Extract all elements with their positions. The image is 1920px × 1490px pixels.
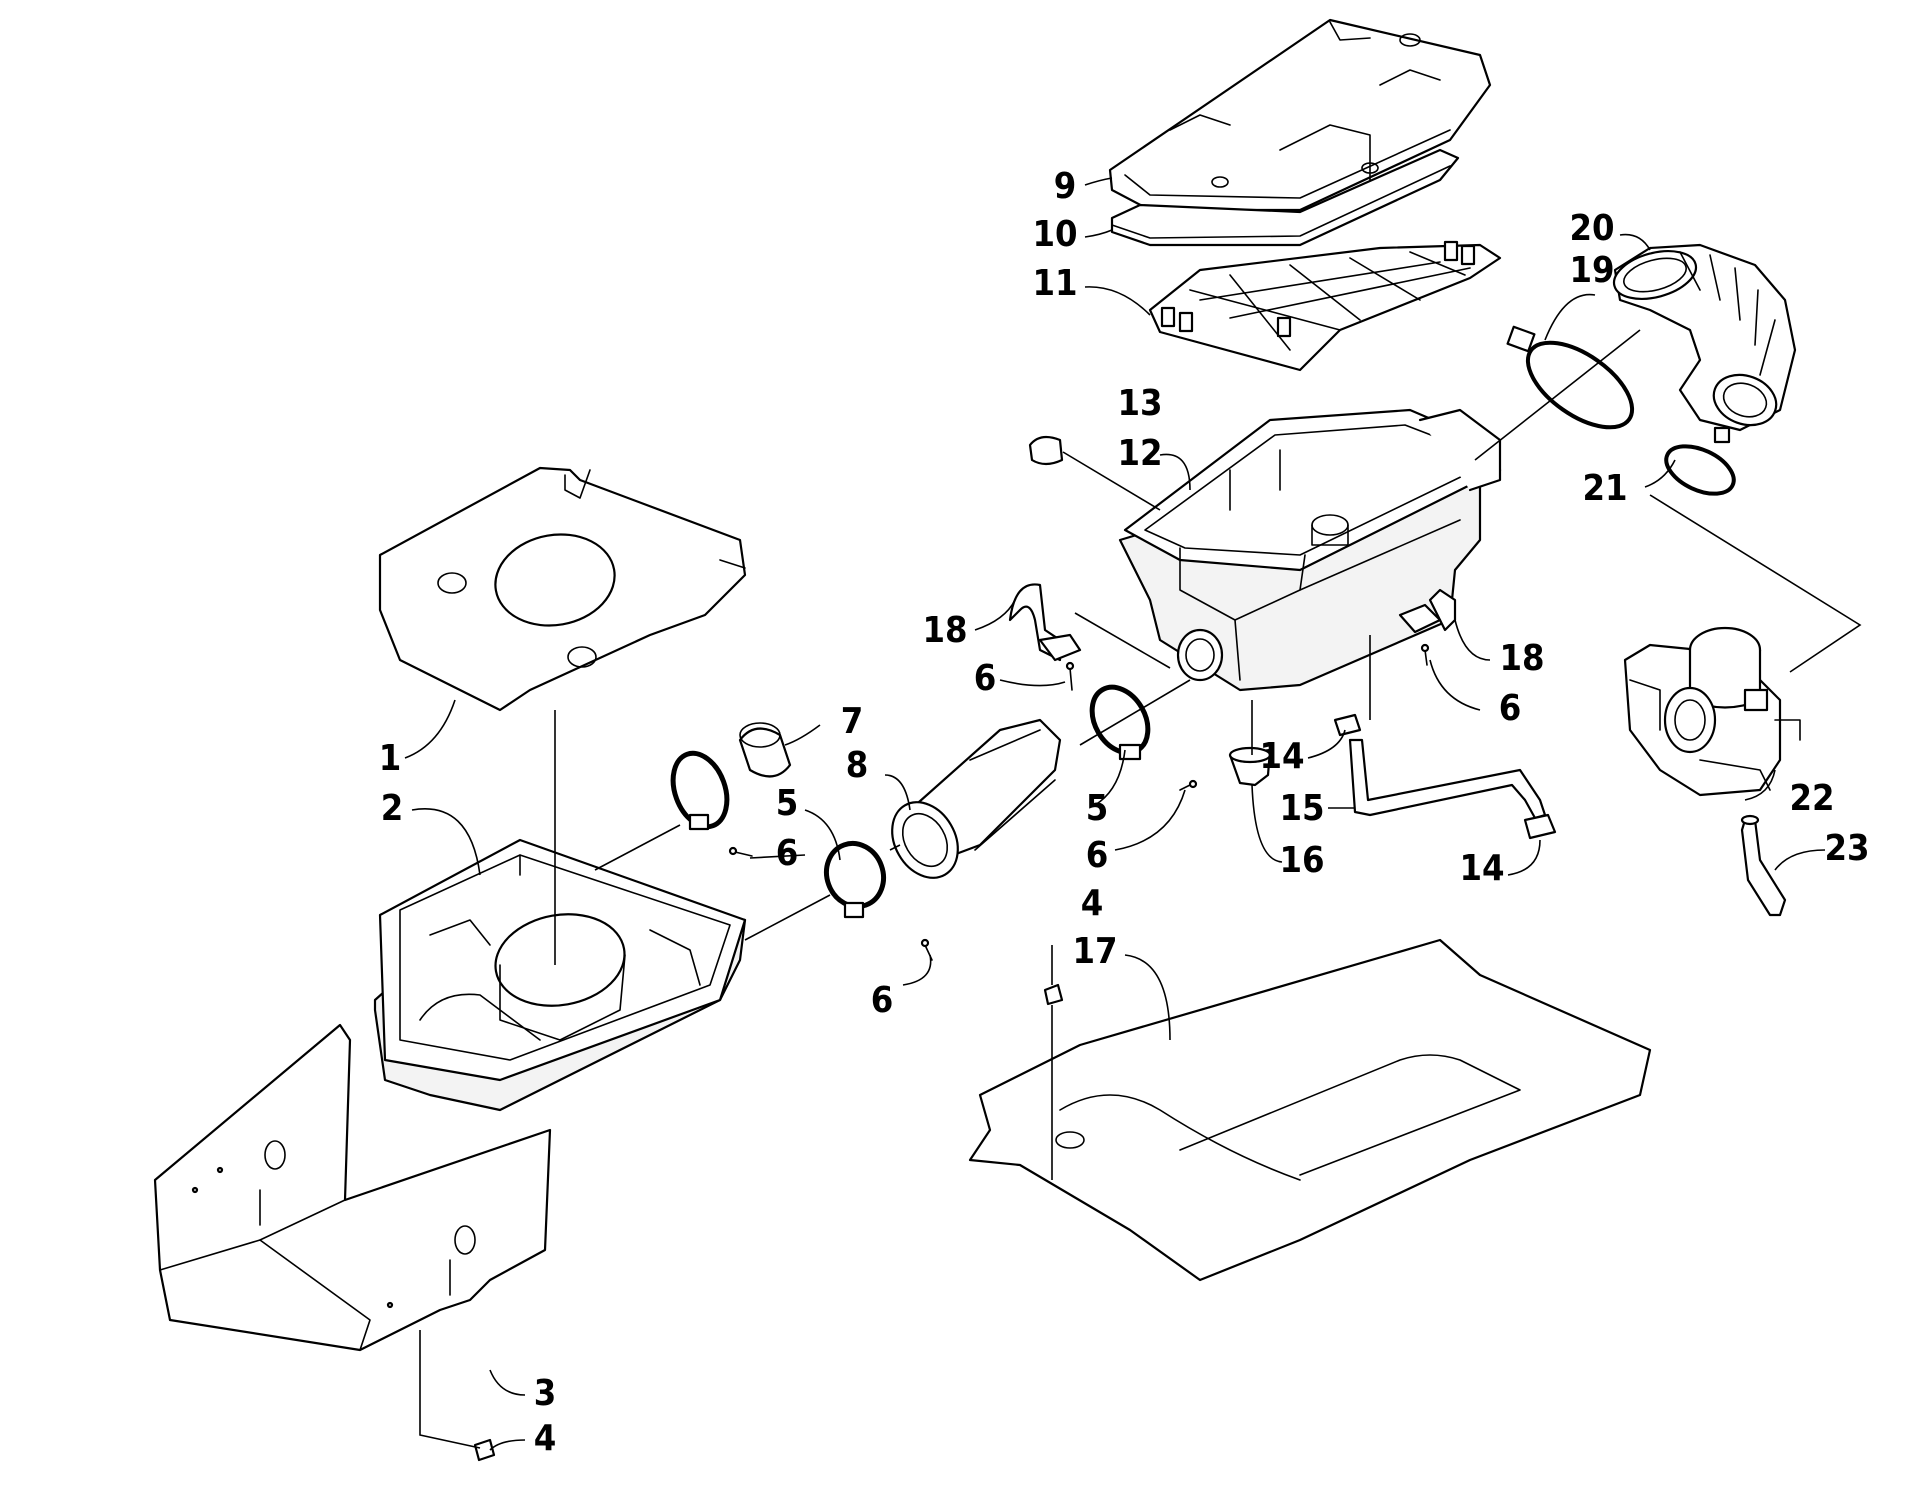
part-13-clip xyxy=(1028,435,1064,466)
callout-6-d: 6 xyxy=(871,980,894,1021)
part-11-filter-cage xyxy=(1148,240,1502,372)
part-1-top-cover xyxy=(378,466,747,712)
part-3-heat-shield xyxy=(153,1023,552,1352)
part-9-airbox-cover xyxy=(1108,18,1492,212)
part-10-air-filter xyxy=(1110,148,1460,247)
part-15-drain-hose xyxy=(1348,738,1547,820)
callout-2: 2 xyxy=(381,788,404,829)
part-18-bracket-left xyxy=(1008,583,1082,662)
leader-lines xyxy=(404,177,1862,1451)
part-5-clamp-left xyxy=(824,840,886,919)
callout-7: 7 xyxy=(841,701,864,742)
callout-23: 23 xyxy=(1824,828,1869,869)
callout-16: 16 xyxy=(1279,840,1324,881)
part-8-intake-duct xyxy=(891,718,1062,879)
part-22-carburetor xyxy=(1623,626,1801,797)
callout-11: 11 xyxy=(1032,263,1077,304)
callout-15: 15 xyxy=(1279,788,1324,829)
callout-21: 21 xyxy=(1582,468,1627,509)
callout-4-lower: 4 xyxy=(534,1418,557,1459)
callout-1: 1 xyxy=(379,738,402,779)
part-6-screws xyxy=(728,643,1430,961)
callout-10: 10 xyxy=(1032,214,1077,255)
callout-6-c: 6 xyxy=(1086,835,1109,876)
callout-14-lower: 14 xyxy=(1459,848,1504,889)
callout-8: 8 xyxy=(846,745,869,786)
callout-5-right: 5 xyxy=(1086,788,1109,829)
part-14-clamp-upper xyxy=(1333,713,1362,737)
part-18-bracket-right xyxy=(1398,588,1457,634)
part-5-clamp-upper xyxy=(670,750,730,831)
part-16-drain-valve xyxy=(1228,746,1272,787)
callout-6-e: 6 xyxy=(1499,688,1522,729)
callout-labels: 1 2 3 4 4 5 5 6 6 6 6 6 7 8 9 10 11 12 1… xyxy=(379,166,1870,1459)
callout-3: 3 xyxy=(534,1373,557,1414)
part-20-intake-boot xyxy=(1612,243,1797,432)
part-12-airbox-housing xyxy=(1118,408,1502,692)
callout-4-upper: 4 xyxy=(1081,883,1104,924)
part-21-clamp xyxy=(1664,426,1736,496)
part-5-clamp-right xyxy=(1089,684,1151,761)
callout-9: 9 xyxy=(1054,166,1077,207)
callout-6-a: 6 xyxy=(974,658,997,699)
callout-6-b: 6 xyxy=(776,833,799,874)
part-23-hose xyxy=(1740,814,1787,917)
callout-19: 19 xyxy=(1569,250,1614,291)
callout-14-upper: 14 xyxy=(1259,736,1304,777)
callout-17: 17 xyxy=(1072,931,1117,972)
callout-20: 20 xyxy=(1569,208,1614,249)
callout-18-right: 18 xyxy=(1499,638,1544,679)
part-4-fasteners xyxy=(473,983,1064,1462)
callout-5-left: 5 xyxy=(776,783,799,824)
callout-12: 12 xyxy=(1117,433,1162,474)
callout-18-left: 18 xyxy=(922,610,967,651)
part-17-gasket xyxy=(968,938,1652,1282)
part-2-lower-airbox xyxy=(373,838,747,1112)
callout-13: 13 xyxy=(1117,383,1162,424)
callout-22: 22 xyxy=(1789,778,1834,819)
part-7-sleeve xyxy=(738,722,792,778)
part-19-clamp xyxy=(1506,325,1635,430)
part-14-clamp-lower xyxy=(1523,813,1557,840)
